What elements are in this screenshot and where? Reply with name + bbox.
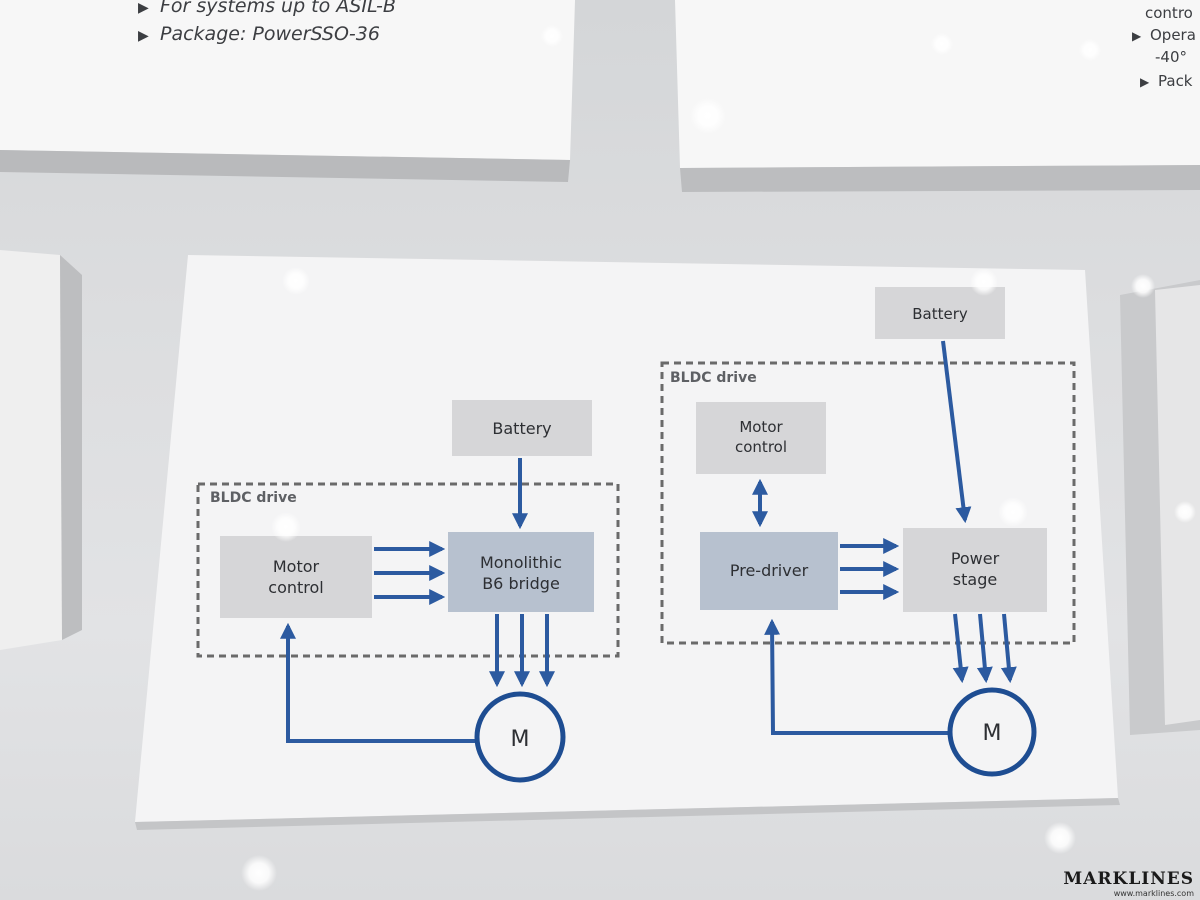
left-diagram: BLDC drive Battery Motor control Monolit… (196, 400, 620, 783)
power-stage-label-line2: stage (953, 570, 997, 589)
motor-icon (947, 687, 1037, 777)
bullet-icon: ▶ (138, 27, 149, 43)
bridge-label-line2: B6 bridge (482, 574, 560, 593)
bullet-icon: ▶ (1132, 29, 1142, 43)
phase-arrow-2 (976, 613, 993, 684)
left-side-card (0, 250, 62, 650)
card-line-package: Package: PowerSSO-36 (160, 23, 380, 45)
battery-label: Battery (492, 419, 551, 438)
diagram-card (135, 255, 1118, 822)
phase-arrow-3 (1000, 613, 1017, 684)
card-line-asil: For systems up to ASIL-B (160, 0, 396, 17)
power-stage-label-line1: Power (951, 549, 1000, 568)
monolithic-bridge-box (448, 532, 594, 612)
motor-control-label-line2: control (735, 438, 787, 456)
diagram-card-edge (135, 798, 1120, 830)
left-side-card-edge (60, 255, 82, 640)
bldc-drive-label: BLDC drive (670, 370, 757, 386)
top-left-card: For systems up to ASIL-B Package: PowerS… (0, 0, 575, 182)
bullet-icon: ▶ (138, 0, 149, 15)
bridge-label-line1: Monolithic (480, 553, 562, 572)
watermark-url: www.marklines.com (1113, 889, 1194, 898)
motor-control-label-line1: Motor (273, 557, 320, 576)
motor-icon (474, 691, 566, 783)
motor-control-box (696, 402, 826, 474)
feedback-arrow (280, 622, 478, 743)
pre-driver-label: Pre-driver (730, 561, 809, 580)
feedback-arrow (764, 618, 950, 735)
motor-label: M (983, 721, 1002, 746)
motor-label: M (511, 727, 530, 752)
battery-label: Battery (912, 305, 968, 323)
motor-control-label-line2: control (268, 578, 323, 597)
card-text-temp: -40° (1155, 48, 1187, 66)
glare-reflections (241, 25, 1196, 891)
motor-control-box (220, 536, 372, 618)
top-right-card: contro ▶ Opera -40° ▶ Pack (675, 0, 1200, 192)
watermark: MARKLINES www.marklines.com (1063, 869, 1194, 898)
watermark-brand: MARKLINES (1063, 869, 1194, 889)
pre-driver-box (700, 532, 838, 610)
motor-control-label-line1: Motor (739, 418, 783, 436)
card-text-package: Pack (1158, 72, 1193, 90)
power-stage-box (903, 528, 1047, 612)
bldc-drive-boundary (660, 361, 1076, 645)
battery-to-power-stage-arrow (941, 340, 972, 524)
battery-box (452, 400, 592, 456)
right-diagram: BLDC drive Battery Motor control Pre-dri… (660, 287, 1076, 777)
bullet-icon: ▶ (1140, 75, 1150, 89)
card-text-operating: Opera (1150, 26, 1196, 44)
bldc-drive-boundary (196, 482, 620, 658)
phase-arrow-1 (952, 613, 969, 684)
card-text-control: contro (1145, 4, 1193, 22)
bldc-drive-label: BLDC drive (210, 490, 297, 506)
